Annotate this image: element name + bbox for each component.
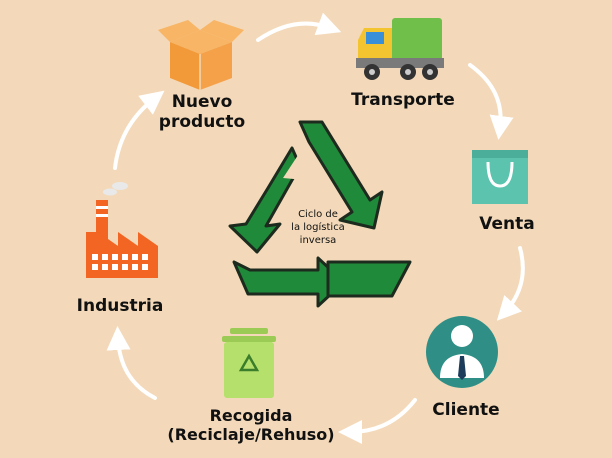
arrow-venta-to-cliente bbox=[496, 246, 525, 321]
step-label-recogida-line1: Recogida bbox=[209, 406, 293, 425]
center-label-line2: la logística bbox=[291, 222, 345, 233]
recycle-triangle-icon bbox=[228, 120, 412, 308]
arrow-producto-to-transporte bbox=[256, 12, 342, 42]
center-label-line1: Ciclo de bbox=[298, 209, 338, 220]
truck-icon bbox=[356, 18, 444, 80]
step-label-nuevo-producto: Nuevo producto bbox=[152, 92, 252, 133]
arrow-cliente-to-recogida bbox=[338, 398, 417, 444]
step-label-cliente: Cliente bbox=[432, 400, 500, 420]
step-label-recogida-line2: (Reciclaje/Rehuso) bbox=[167, 425, 335, 445]
box-icon bbox=[158, 20, 244, 90]
step-label-industria: Industria bbox=[76, 296, 164, 316]
shopping-bag-icon bbox=[472, 150, 528, 204]
step-label-recogida: Recogida (Reciclaje/Rehuso) bbox=[148, 406, 354, 444]
arrow-recogida-to-industria bbox=[106, 326, 157, 400]
arrow-transporte-to-venta bbox=[468, 63, 514, 140]
step-label-venta: Venta bbox=[479, 214, 535, 234]
recycle-bin-icon bbox=[222, 328, 276, 398]
factory-icon bbox=[86, 182, 158, 278]
step-label-transporte: Transporte bbox=[351, 90, 455, 110]
center-label-line3: inversa bbox=[299, 235, 337, 246]
center-label: Ciclo de la logística inversa bbox=[278, 208, 358, 247]
cycle-arrows bbox=[106, 12, 525, 444]
step-label-nuevo-producto-line1: Nuevo bbox=[171, 92, 233, 112]
customer-icon bbox=[426, 316, 498, 388]
arrow-industria-to-producto bbox=[113, 90, 165, 170]
step-label-nuevo-producto-line2: producto bbox=[158, 112, 246, 133]
